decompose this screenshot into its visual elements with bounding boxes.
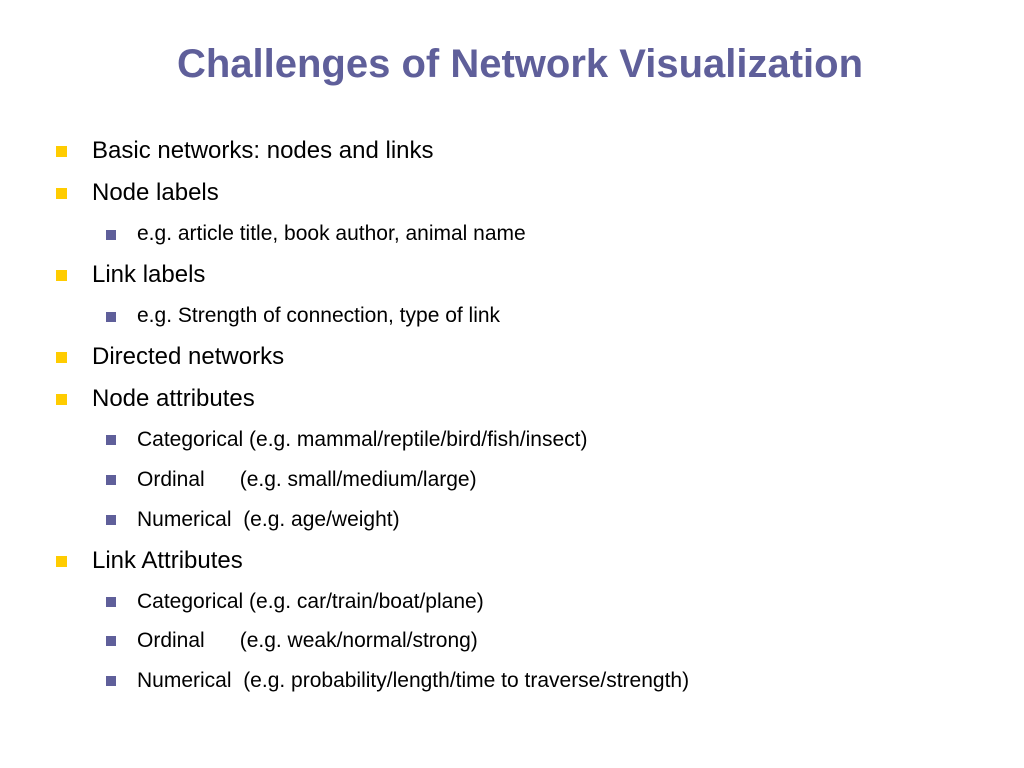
yellow-square-bullet-icon xyxy=(56,352,67,363)
yellow-square-bullet-icon xyxy=(56,270,67,281)
slate-square-bullet-icon xyxy=(106,475,116,485)
bullet-item: Link Attributes xyxy=(92,547,243,574)
yellow-square-bullet-icon xyxy=(56,556,67,567)
yellow-square-bullet-icon xyxy=(56,188,67,199)
slate-square-bullet-icon xyxy=(106,230,116,240)
sub-bullet-item: Numerical (e.g. age/weight) xyxy=(137,508,400,531)
slate-square-bullet-icon xyxy=(106,676,116,686)
bullet-item: Directed networks xyxy=(92,343,285,370)
slate-square-bullet-icon xyxy=(106,515,116,525)
sub-bullet-item: Numerical (e.g. probability/length/time … xyxy=(137,669,690,692)
slide-title: Challenges of Network Visualization xyxy=(176,42,864,86)
bullet-item: Link labels xyxy=(92,261,206,288)
slate-square-bullet-icon xyxy=(106,597,116,607)
bullet-item: Node attributes xyxy=(92,385,255,412)
sub-bullet-item: e.g. Strength of connection, type of lin… xyxy=(137,304,501,327)
sub-bullet-item: Ordinal (e.g. weak/normal/strong) xyxy=(137,629,478,652)
sub-bullet-item: Categorical (e.g. mammal/reptile/bird/fi… xyxy=(137,428,588,451)
sub-bullet-item: Ordinal (e.g. small/medium/large) xyxy=(137,468,477,491)
sub-bullet-item: Categorical (e.g. car/train/boat/plane) xyxy=(137,590,484,613)
sub-bullet-item: e.g. article title, book author, animal … xyxy=(137,222,526,245)
yellow-square-bullet-icon xyxy=(56,146,67,157)
slate-square-bullet-icon xyxy=(106,636,116,646)
slate-square-bullet-icon xyxy=(106,435,116,445)
bullet-item: Basic networks: nodes and links xyxy=(92,137,434,164)
slate-square-bullet-icon xyxy=(106,312,116,322)
bullet-item: Node labels xyxy=(92,179,219,206)
yellow-square-bullet-icon xyxy=(56,394,67,405)
